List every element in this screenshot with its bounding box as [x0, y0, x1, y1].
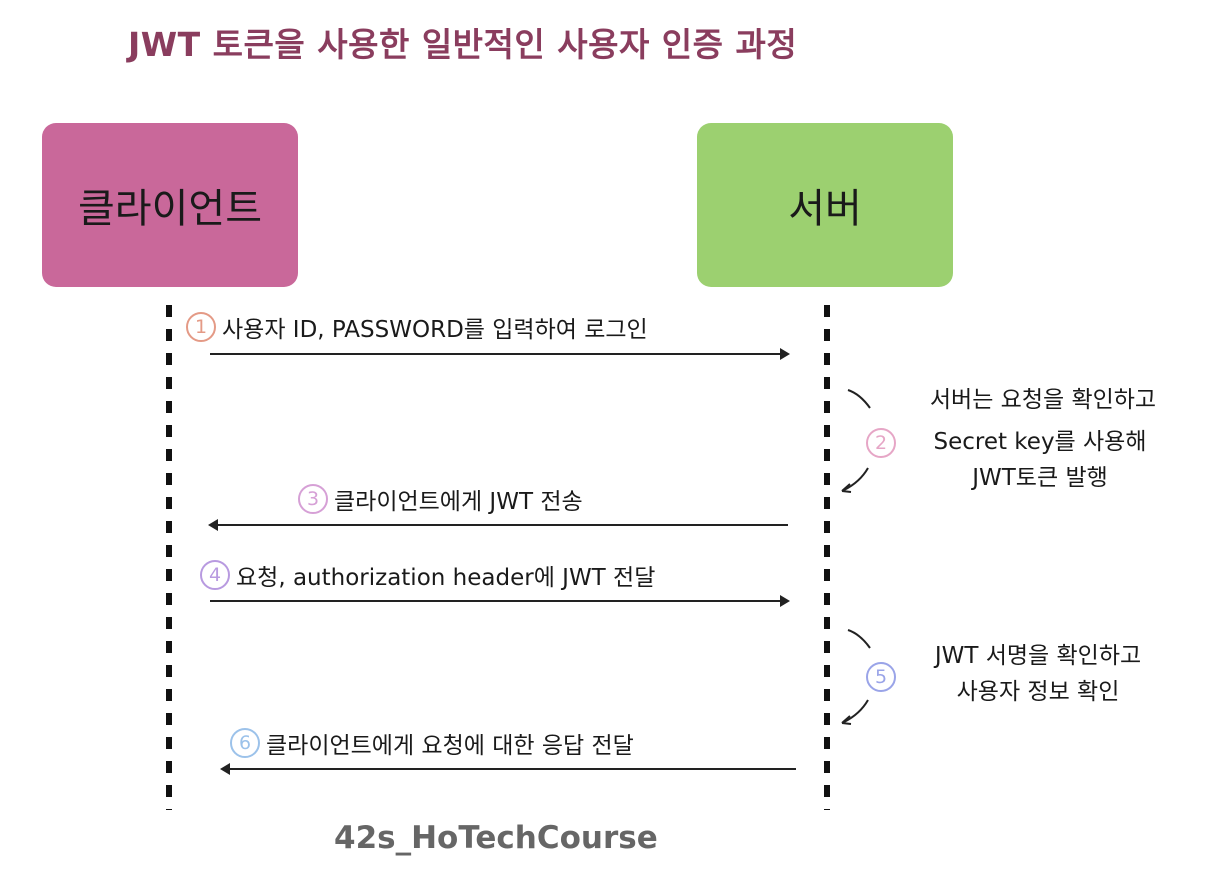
step-6-number: 6	[230, 728, 260, 758]
step-4-number: 4	[200, 560, 230, 590]
step-2-line-3: JWT토큰 발행	[972, 465, 1108, 491]
footer-credit: 42s_HoTechCourse	[334, 820, 658, 856]
step-2-top-curve	[847, 389, 871, 409]
step-1-message: 1 사용자 ID, PASSWORD를 입력하여 로그인	[186, 310, 648, 344]
server-actor: 서버	[697, 123, 953, 287]
server-label: 서버	[788, 186, 862, 232]
step-2-number: 2	[866, 428, 896, 458]
step-3-text: 클라이언트에게 JWT 전송	[334, 489, 583, 515]
step-4-arrow	[210, 595, 790, 607]
step-1-number: 1	[186, 312, 216, 342]
step-3-number: 3	[298, 484, 328, 514]
step-3-message: 3 클라이언트에게 JWT 전송	[298, 482, 583, 516]
client-label: 클라이언트	[78, 186, 262, 232]
step-2-bottom-curve	[841, 467, 869, 493]
client-actor: 클라이언트	[42, 123, 298, 287]
step-6-arrow	[220, 763, 796, 775]
step-5-line-1: JWT 서명을 확인하고	[934, 643, 1142, 669]
step-5-top-curve	[847, 629, 871, 649]
step-6-text: 클라이언트에게 요청에 대한 응답 전달	[266, 733, 634, 759]
step-2-note-rest: Secret key를 사용해 JWT토큰 발행	[900, 424, 1180, 496]
step-6-message: 6 클라이언트에게 요청에 대한 응답 전달	[230, 726, 634, 760]
step-3-arrow	[208, 519, 788, 531]
step-5-line-2: 사용자 정보 확인	[956, 679, 1120, 705]
step-2-line-2: Secret key를 사용해	[933, 429, 1147, 455]
client-lifeline	[166, 305, 172, 810]
step-5-bottom-curve	[841, 699, 869, 725]
server-lifeline	[824, 305, 830, 810]
step-5-number: 5	[866, 662, 896, 692]
step-4-message: 4 요청, authorization header에 JWT 전달	[200, 558, 655, 592]
step-1-arrow	[210, 348, 790, 360]
step-4-text: 요청, authorization header에 JWT 전달	[236, 565, 656, 591]
step-2-note: 서버는 요청을 확인하고	[893, 382, 1193, 418]
step-2-line-1: 서버는 요청을 확인하고	[929, 387, 1157, 413]
diagram-title: JWT 토큰을 사용한 일반적인 사용자 인증 과정	[128, 25, 798, 64]
step-1-text: 사용자 ID, PASSWORD를 입력하여 로그인	[222, 317, 648, 343]
step-5-note: JWT 서명을 확인하고 사용자 정보 확인	[898, 638, 1178, 710]
